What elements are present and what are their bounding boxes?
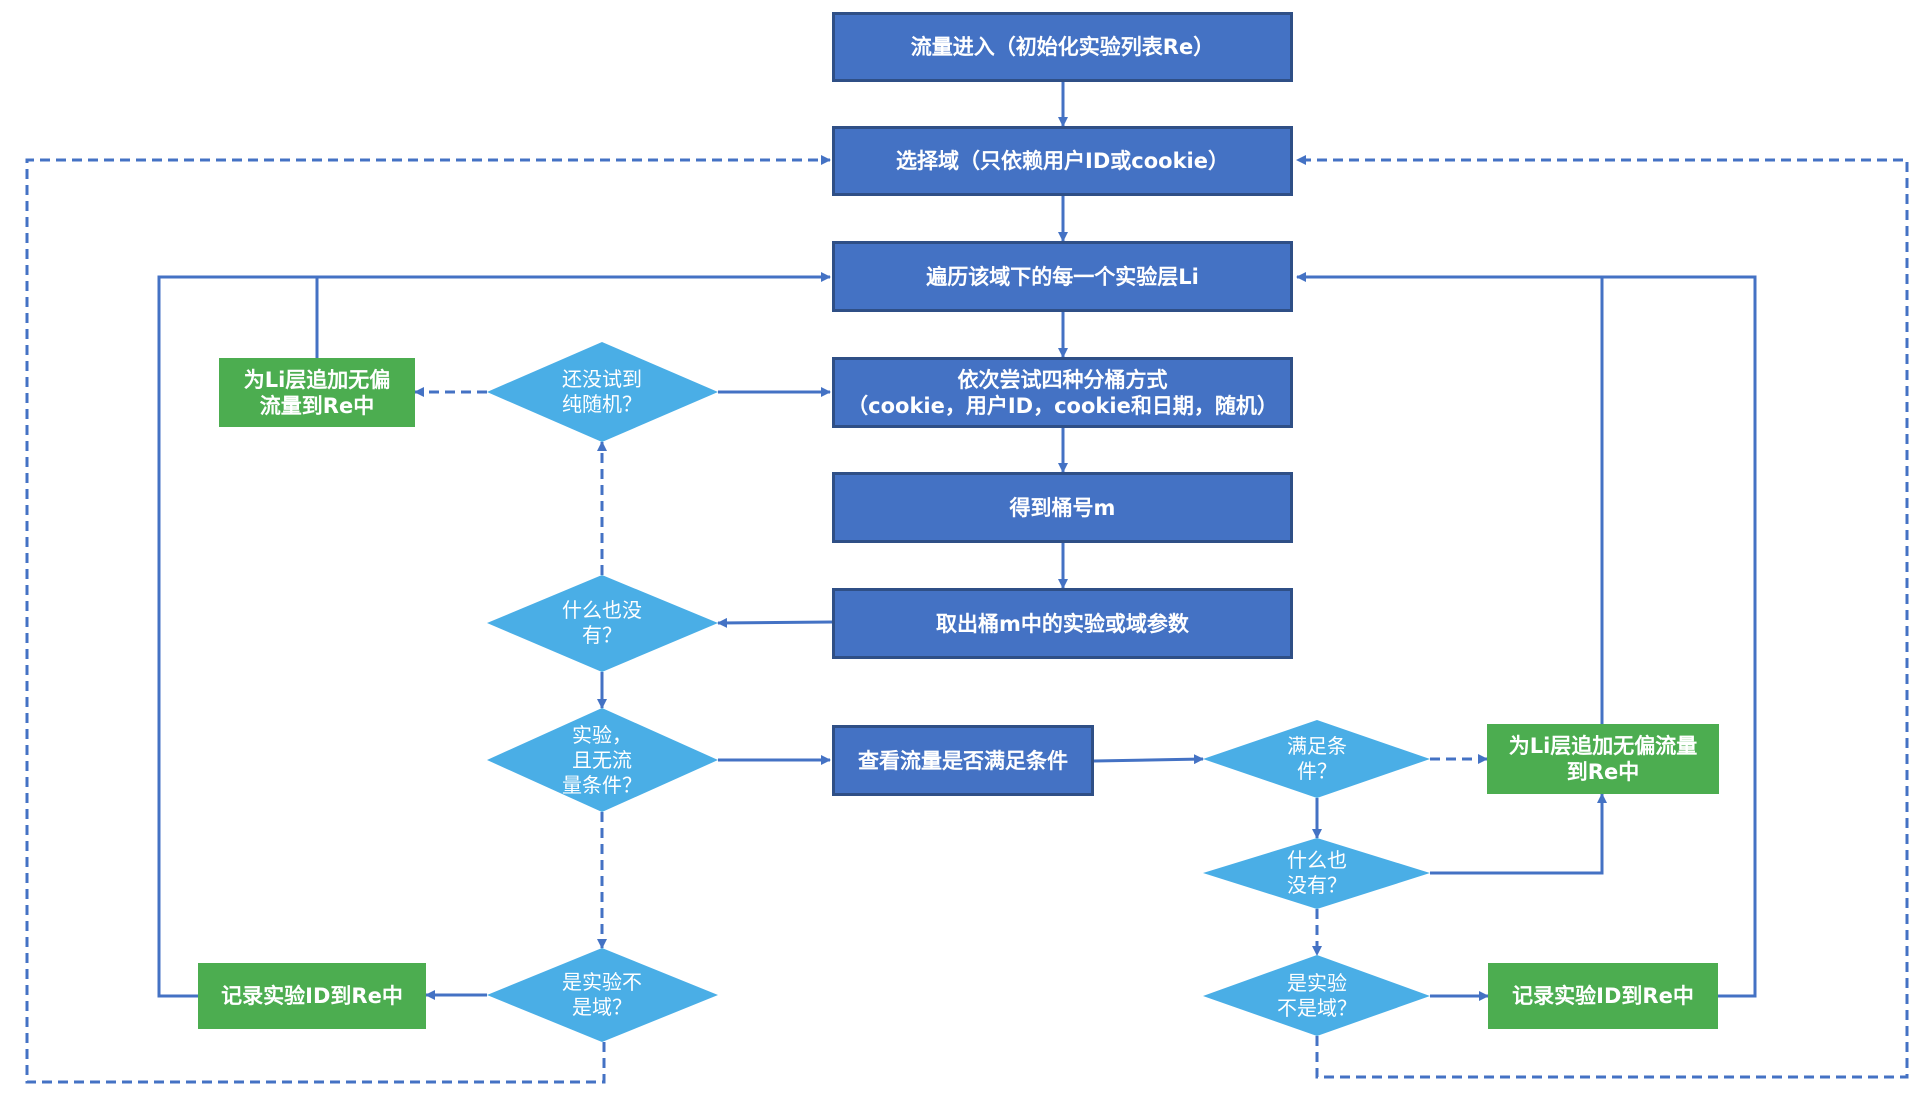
edge-nothing-right-to-unbiased bbox=[1430, 793, 1607, 875]
node-get-bucket-label: 得到桶号m bbox=[1009, 495, 1116, 520]
node-fetch-params-label: 取出桶m中的实验或域参数 bbox=[936, 611, 1189, 636]
node-add-unbiased-left: 为Li层追加无偏 流量到Re中 bbox=[219, 358, 415, 427]
decision-nothing-right bbox=[1203, 838, 1430, 909]
edge-unbiased-right-to-traverse bbox=[1296, 272, 1604, 724]
node-traverse-layers-label: 遍历该域下的每一个实验层Li bbox=[926, 264, 1199, 289]
edge-record-left-to-traverse bbox=[157, 275, 317, 998]
node-add-unbiased-left-label: 为Li层追加无偏 流量到Re中 bbox=[243, 367, 391, 418]
node-traffic-in: 流量进入（初始化实验列表Re） bbox=[832, 12, 1293, 82]
node-try-bucketing-label: 依次尝试四种分桶方式 （cookie，用户ID，cookie和日期，随机） bbox=[847, 367, 1278, 418]
node-traverse-layers: 遍历该域下的每一个实验层Li bbox=[832, 241, 1293, 312]
node-record-right-label: 记录实验ID到Re中 bbox=[1512, 984, 1694, 1008]
node-add-unbiased-right-label: 为Li层追加无偏流量 到Re中 bbox=[1508, 734, 1698, 784]
decision-meets-condition bbox=[1203, 720, 1430, 798]
edge-record-right-to-traverse bbox=[1602, 275, 1757, 998]
node-record-right: 记录实验ID到Re中 bbox=[1488, 963, 1718, 1029]
node-get-bucket: 得到桶号m bbox=[832, 472, 1293, 543]
node-traffic-in-label: 流量进入（初始化实验列表Re） bbox=[910, 35, 1215, 59]
edge-loop-right-to-select bbox=[1296, 155, 1909, 1079]
decision-experiment-no-condition bbox=[487, 708, 718, 812]
decision-nothing-left bbox=[487, 575, 718, 672]
edge-loop-left-to-select bbox=[25, 155, 831, 1084]
edge-unbiased-left-to-traverse bbox=[315, 272, 831, 358]
decision-is-exp-not-domain-right bbox=[1203, 955, 1430, 1036]
node-fetch-params: 取出桶m中的实验或域参数 bbox=[832, 588, 1293, 659]
node-add-unbiased-right: 为Li层追加无偏流量 到Re中 bbox=[1487, 724, 1719, 794]
node-record-left-label: 记录实验ID到Re中 bbox=[221, 984, 403, 1008]
node-check-condition-label: 查看流量是否满足条件 bbox=[858, 748, 1068, 773]
edge-fetch-to-nothing bbox=[717, 617, 833, 628]
node-select-domain: 选择域（只依赖用户ID或cookie） bbox=[832, 126, 1293, 196]
decision-not-tried-random bbox=[487, 342, 718, 442]
node-select-domain-label: 选择域（只依赖用户ID或cookie） bbox=[896, 149, 1229, 173]
edge-check-to-meets bbox=[1093, 754, 1204, 765]
node-record-left: 记录实验ID到Re中 bbox=[198, 963, 426, 1029]
node-try-bucketing: 依次尝试四种分桶方式 （cookie，用户ID，cookie和日期，随机） bbox=[832, 357, 1293, 428]
decision-is-exp-not-domain-left bbox=[487, 948, 718, 1042]
node-check-condition: 查看流量是否满足条件 bbox=[832, 725, 1094, 796]
